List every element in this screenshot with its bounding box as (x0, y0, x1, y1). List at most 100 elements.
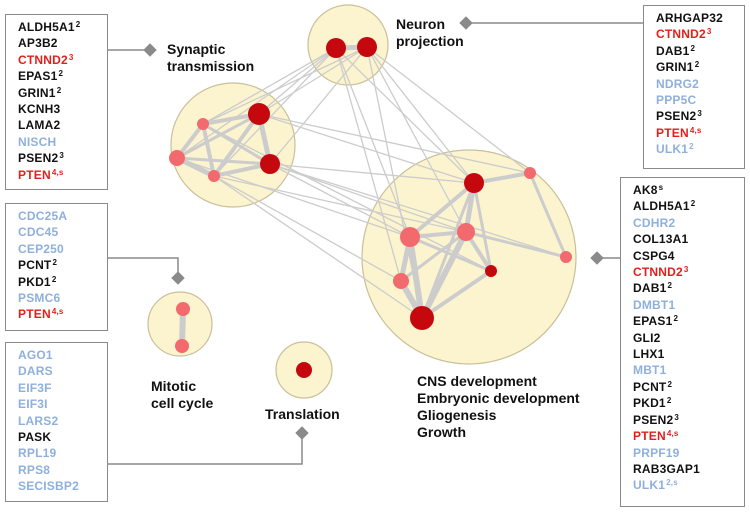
gene-entry: PRPF19 (633, 445, 744, 461)
node (296, 362, 312, 378)
label-neuron: Neuron projection (396, 16, 464, 49)
gene-entry: DAB12 (656, 43, 744, 59)
gene-superscript: 2 (56, 85, 62, 95)
gene-name: PTEN (18, 167, 51, 182)
gene-superscript: 4,s (666, 429, 679, 439)
connector-diamond (295, 426, 309, 440)
gene-name: EIF3F (18, 380, 52, 395)
gene-entry: PCNT2 (633, 379, 744, 395)
gene-name: PASK (18, 430, 52, 445)
gene-name: AGO1 (18, 348, 53, 362)
gene-superscript: 3 (683, 265, 689, 275)
gene-name: DMBT1 (633, 297, 676, 312)
gene-entry: CTNND23 (656, 26, 744, 42)
gene-superscript: s (658, 183, 664, 192)
gene-entry: DAB12 (633, 280, 744, 296)
gene-superscript: 2 (673, 314, 679, 324)
gene-entry: AK8s (633, 182, 744, 198)
gene-superscript: 4,s (51, 167, 64, 177)
gene-name: EIF3I (18, 397, 48, 412)
connector-diamond (590, 251, 604, 265)
node (457, 223, 475, 241)
gene-entry: CDC45 (18, 224, 107, 240)
gene-name: COL13A1 (633, 232, 689, 247)
gene-entry: PTEN4,s (656, 125, 744, 141)
gene-name: PTEN (656, 125, 689, 140)
gene-name: ALDH5A1 (18, 20, 75, 34)
node (560, 251, 572, 263)
gene-superscript: 3 (68, 52, 74, 62)
gene-name: PSMC6 (18, 291, 61, 306)
gene-name: ULK1 (633, 478, 666, 493)
label-cns: CNS development Embryonic development Gl… (417, 373, 580, 440)
connector-diamond (459, 16, 473, 30)
gene-superscript: 3 (697, 109, 703, 119)
gene-entry: ARHGAP32 (656, 10, 744, 26)
gene-name: DAB1 (656, 43, 690, 58)
gene-entry: CEP250 (18, 241, 107, 257)
gene-name: NISCH (18, 134, 57, 149)
node (357, 37, 377, 57)
gene-name: PKD1 (18, 274, 51, 289)
gene-entry: PCNT2 (18, 257, 107, 273)
gene-entry: PTEN4,s (18, 306, 107, 322)
gene-entry: ALDH5A12 (633, 198, 744, 214)
gene-name: CDHR2 (633, 215, 676, 230)
node (260, 154, 280, 174)
gene-superscript: 2 (689, 142, 694, 152)
label-mitotic: Mitotic cell cycle (151, 378, 214, 411)
gene-name: ALDH5A1 (633, 199, 690, 214)
gene-name: PCNT (633, 379, 667, 394)
node (393, 273, 409, 289)
gene-entry: EIF3I (18, 396, 107, 412)
gene-entry: PPP5C (656, 92, 744, 108)
gene-superscript: 3 (706, 27, 712, 37)
gene-entry: KCNH3 (18, 101, 107, 117)
gene-entry: DMBT1 (633, 297, 744, 313)
gene-name: DARS (18, 364, 53, 379)
gene-superscript: 2 (690, 199, 696, 209)
gene-entry: PSEN23 (656, 108, 744, 124)
gene-superscript: 2 (51, 274, 57, 284)
gene-name: PTEN (18, 307, 51, 322)
node (326, 38, 346, 58)
gene-entry: COL13A1 (633, 231, 744, 247)
gene-entry: GRIN12 (18, 85, 107, 101)
gene-entry: LAMA2 (18, 117, 107, 133)
node (248, 103, 270, 125)
gene-entry: CTNND23 (18, 52, 107, 68)
gene-name: DAB1 (633, 281, 667, 296)
gene-entry: ULK12,s (633, 477, 744, 493)
gene-entry: PKD12 (633, 395, 744, 411)
gene-entry: CDC25A (18, 208, 107, 224)
node (197, 118, 209, 130)
gene-name: AP3B2 (18, 36, 58, 51)
gene-entry: PTEN4,s (18, 167, 107, 183)
gene-superscript: 4,s (51, 307, 64, 317)
gene-superscript: 2 (694, 60, 700, 70)
gene-name: GLI2 (633, 330, 661, 345)
gene-name: CTNND2 (656, 27, 706, 42)
gene-name: SECISBP2 (18, 479, 79, 494)
gene-superscript: 2 (52, 258, 58, 268)
gene-entry: GLI2 (633, 330, 744, 346)
gene-name: RPS8 (18, 462, 51, 477)
gene-name: PPP5C (656, 93, 697, 108)
gene-name: LHX1 (633, 347, 665, 362)
node (176, 302, 190, 316)
gene-superscript: 2,s (666, 478, 678, 488)
node (175, 339, 189, 353)
gene-name: MBT1 (633, 363, 667, 378)
gene-superscript: 2 (58, 69, 64, 79)
gene-name: PCNT (18, 258, 52, 273)
gene-entry: RPS8 (18, 462, 107, 478)
gene-entry: NDRG2 (656, 76, 744, 92)
gene-entry: GRIN12 (656, 59, 744, 75)
gene-name: PRPF19 (633, 445, 680, 460)
gene-superscript: 2 (666, 396, 672, 406)
gene-name: EPAS1 (18, 69, 58, 84)
node (400, 227, 420, 247)
gene-entry: DARS (18, 363, 107, 379)
